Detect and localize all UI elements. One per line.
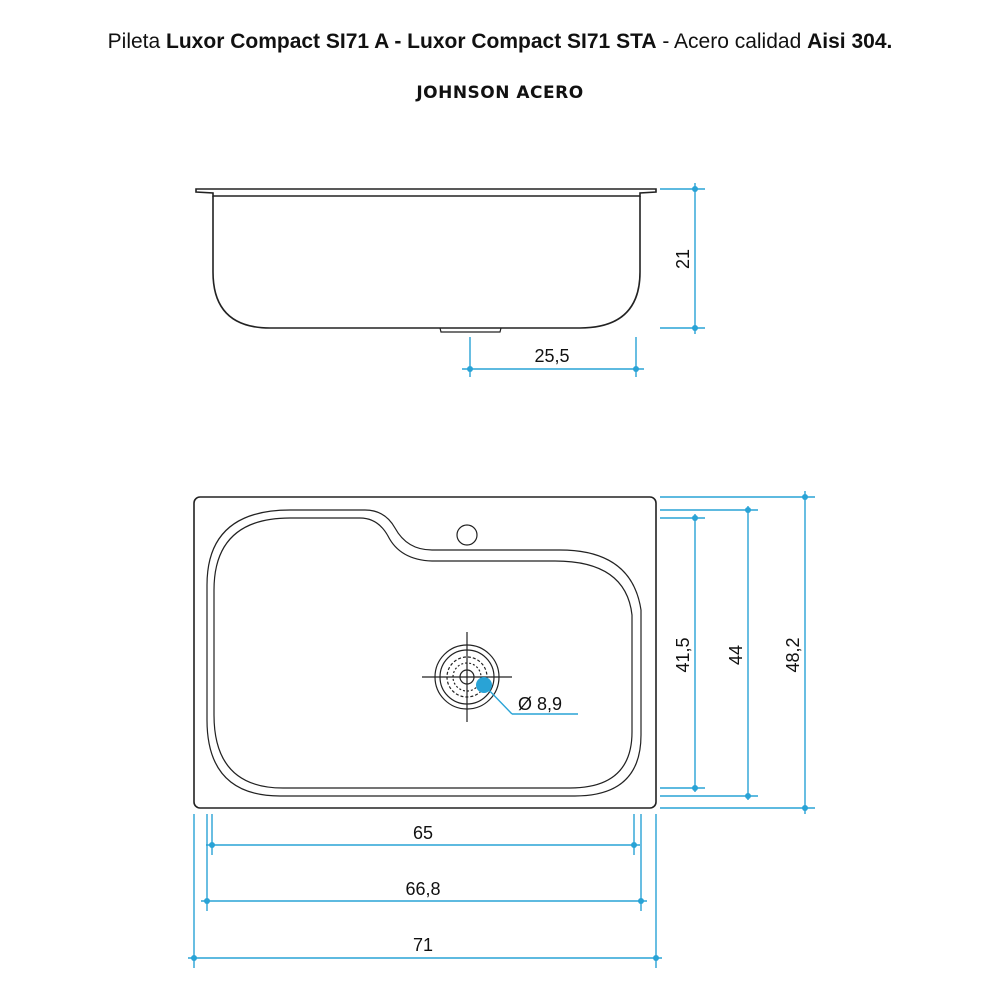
dimension-inner-height [660,514,705,792]
dimension-outer-width [188,814,662,968]
top-view-frame [193,496,657,809]
dimension-drain-diameter [476,677,578,715]
top-view-outer-bowl [206,509,642,797]
depth-label: 21 [673,249,693,269]
dimension-drain-offset [462,337,644,377]
inner-width-label: 65 [413,823,433,843]
title-prefix: Pileta [107,30,167,53]
faucet-hole [456,524,478,546]
top-view [193,496,657,809]
side-view-basin [212,196,641,329]
drain-offset-label: 25,5 [534,346,569,366]
dimension-mid-width [201,814,647,911]
mid-width-label: 66,8 [405,879,440,899]
drain [422,632,512,722]
outer-height-label: 48,2 [783,637,803,672]
model-name: Luxor Compact SI71 A - Luxor Compact SI7… [166,30,657,53]
product-title: Pileta Luxor Compact SI71 A - Luxor Comp… [0,30,1000,54]
side-view-drain [439,327,502,333]
brand-name: JOHNSON ACERO [416,83,584,103]
material-name: Aisi 304. [807,30,893,53]
top-view-inner-bowl [213,517,633,789]
drain-diameter-label: Ø 8,9 [518,694,562,714]
dimension-outer-height [660,491,815,814]
side-view [195,188,657,333]
mid-height-label: 44 [726,645,746,665]
dimension-inner-width [206,814,640,855]
inner-height-label: 41,5 [673,637,693,672]
title-middle: - Acero calidad [656,30,808,53]
side-view-rim [195,188,657,197]
dimension-depth [660,183,705,334]
dimension-mid-height [660,506,758,800]
outer-width-label: 71 [413,935,433,955]
